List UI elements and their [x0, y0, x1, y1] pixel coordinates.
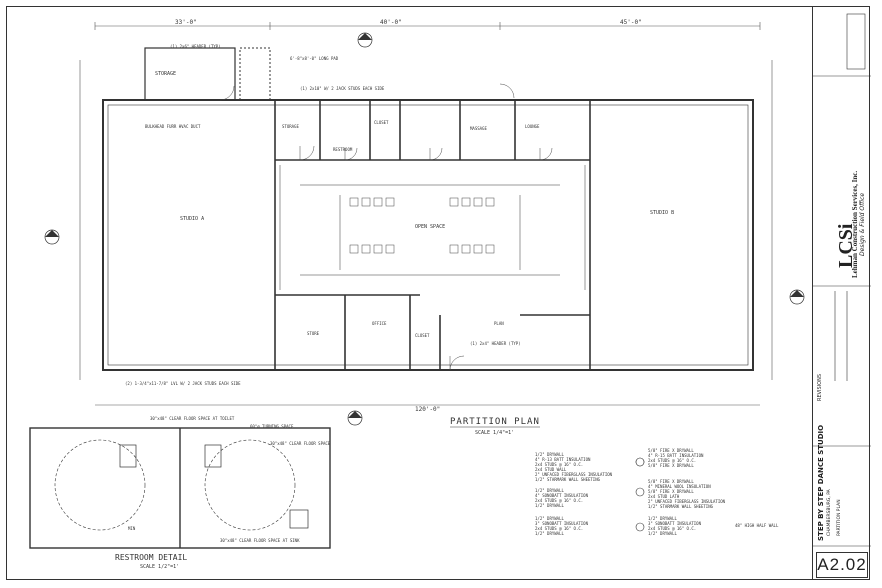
dim-top-3: 45'-0" — [620, 19, 642, 26]
detail-note-2: 60"ø TURNING SPACE — [250, 424, 294, 429]
plan-scale: SCALE 1/4"=1' — [475, 430, 514, 436]
project-name: STEP BY STEP DANCE STUDIO — [817, 424, 825, 541]
legend-a-1: 4" R-13 BATT INSULATION — [535, 457, 591, 462]
floor-plan: 33'-0" 40'-0" 45'-0" 120'-0" — [29, 19, 805, 570]
legend-a-5: 1/2" STARMARK WALL SHEETING — [535, 477, 601, 482]
plan-title: PARTITION PLAN — [450, 417, 540, 427]
legend-b-2: 2x4 STUDS @ 16" O.C. — [535, 498, 583, 503]
detail-scale: SCALE 1/2"=1' — [140, 564, 179, 570]
legend-f-2: 2x4 STUDS @ 16" O.C. — [648, 526, 696, 531]
revisions-title: REVISIONS — [817, 373, 823, 401]
legend-d-1: 4" R-15 BATT INSULATION — [648, 453, 704, 458]
room-lounge: LOUNGE — [525, 124, 540, 129]
room-storage: STORAGE — [155, 71, 176, 77]
sheet-title: PARTITION PLAN — [837, 499, 842, 536]
title-block: LCSi Lehman Construction Services, Inc. … — [812, 6, 871, 580]
detail-note-4: 30"x48" CLEAR FLOOR SPACE AT SINK — [220, 538, 300, 543]
legend-a-2: 2x4 STUDS @ 16" O.C. — [535, 462, 583, 467]
room-office: OFFICE — [372, 321, 387, 326]
dim-top-1: 33'-0" — [175, 19, 197, 26]
sheet-border — [6, 6, 870, 580]
room-massage: MASSAGE — [470, 126, 487, 131]
legend-f-1: 3" SONOBATT INSULATION — [648, 521, 702, 526]
note-header-2: (1) 2x4" HEADER (TYP) — [470, 341, 521, 346]
legend-e-0: 5/8" FIRE X DRYWALL — [648, 479, 694, 484]
legend-f-0: 1/2" DRYWALL — [648, 516, 677, 521]
note-lvl: (2) 1-3/4"x11-7/8" LVL W/ 2 JACK STUDS E… — [125, 381, 241, 386]
room-studio-a: STUDIO A — [180, 216, 204, 222]
room-closet-2: CLOSET — [415, 333, 430, 338]
company-name: Lehman Construction Services, Inc. — [851, 170, 859, 278]
legend-c-3: 1/2" DRYWALL — [535, 531, 564, 536]
project-location: CHAMBERSBURG, PA — [827, 489, 832, 536]
legend-e-4: 2" UNFACED FIBERGLASS INSULATION — [648, 499, 726, 504]
legend-e-2: 5/8" FIRE X DRYWALL — [648, 489, 694, 494]
note-studs: (1) 2x10" W/ 2 JACK STUDS EACH SIDE — [300, 86, 385, 91]
legend-e-5: 1/2" STARMARK WALL SHEETING — [648, 504, 714, 509]
room-open-space: OPEN SPACE — [415, 224, 445, 230]
legend-e-1: 4" MINERAL WOOL INSULATION — [648, 484, 711, 489]
detail-note-1: 30"x48" CLEAR FLOOR SPACE AT TOILET — [150, 416, 235, 421]
dim-bottom: 120'-0" — [415, 406, 440, 413]
detail-min: MIN — [128, 526, 136, 531]
detail-title: RESTROOM DETAIL — [115, 553, 187, 562]
legend-c-2: 2x4 STUDS @ 16" O.C. — [535, 526, 583, 531]
room-store: STORE — [307, 331, 320, 336]
legend-half-wall: 48" HIGH HALF WALL — [735, 523, 779, 528]
room-restroom: RESTROOM — [333, 147, 353, 152]
room-closet: CLOSET — [374, 120, 389, 125]
sheet-number: A2.02 — [816, 552, 868, 578]
legend-a-4: 2" UNFACED FIBERGLASS INSULATION — [535, 472, 613, 477]
legend-f-3: 1/2" DRYWALL — [648, 531, 677, 536]
legend-c-0: 1/2" DRYWALL — [535, 516, 564, 521]
legend-b-0: 1/2" DRYWALL — [535, 488, 564, 493]
room-storage-2: STORAGE — [282, 124, 299, 129]
company-tagline: Design & Field Office — [859, 192, 866, 256]
legend-c-1: 3" SONOBATT INSULATION — [535, 521, 589, 526]
note-pad: 6'-8"x8'-0" LONG PAD — [290, 56, 339, 61]
legend-a-0: 1/2" DRYWALL — [535, 452, 564, 457]
legend-d-2: 2x4 STUDS @ 16" O.C. — [648, 458, 696, 463]
room-plan: PLAN — [494, 321, 504, 326]
detail-note-3: 30"x48" CLEAR FLOOR SPACE — [270, 441, 331, 446]
legend-e-3: 2x4 STUD LATH — [648, 494, 680, 499]
legend-d-3: 5/8" FIRE X DRYWALL — [648, 463, 694, 468]
room-studio-b: STUDIO B — [650, 210, 674, 216]
legend-b-3: 1/2" DRYWALL — [535, 503, 564, 508]
note-header: (1) 2x6" HEADER (TYP) — [170, 44, 221, 49]
legend-b-1: 4" SONOBATT INSULATION — [535, 493, 589, 498]
dim-top-2: 40'-0" — [380, 19, 402, 26]
legend-d-0: 5/8" FIRE X DRYWALL — [648, 448, 694, 453]
note-bulkhead: BULKHEAD FURR HVAC DUCT — [145, 124, 201, 129]
legend-a-3: 2x4 STUD WALL — [535, 467, 567, 472]
